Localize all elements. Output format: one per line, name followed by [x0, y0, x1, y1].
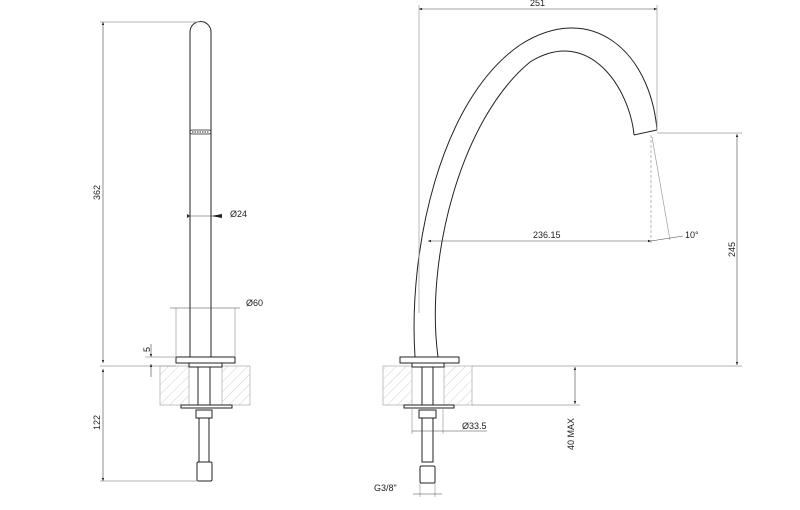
flange [175, 356, 236, 364]
nut [418, 409, 437, 419]
spout-outer [413, 27, 658, 358]
supply-pipe [421, 417, 434, 463]
spray-angle: 10° [685, 230, 699, 240]
spray-angle-line [651, 136, 671, 241]
flange-thickness-dimension: 5 [142, 347, 152, 352]
deck-left [159, 365, 190, 406]
spout-outlet [633, 129, 658, 136]
pipe-fitting [419, 465, 436, 484]
front-view: 251 236.15 10° 245 40 MAX Ø33.5 G3/8" [374, 0, 742, 497]
spout-inner [434, 50, 635, 358]
tube-diameter: Ø24 [230, 209, 247, 219]
height-dimension: 362 [92, 185, 102, 200]
deck-left [382, 365, 413, 406]
supply-pipe [198, 417, 210, 463]
flange-diameter: Ø60 [246, 298, 263, 308]
deck-right [221, 365, 251, 406]
reach-dimension: 251 [530, 0, 545, 8]
washer [180, 404, 233, 409]
faucet-tube [189, 21, 212, 357]
deck-right [443, 365, 473, 406]
flange [399, 356, 460, 364]
pipe-fitting [196, 461, 213, 482]
connection-size: G3/8" [374, 483, 397, 493]
washer [403, 404, 455, 409]
spout-reach: 236.15 [533, 230, 561, 240]
aerator-band [189, 129, 212, 135]
shank-diameter: Ø33.5 [462, 421, 487, 431]
fixing-plate [188, 362, 223, 368]
below-deck-dimension: 122 [92, 415, 102, 430]
deck-thickness: 40 MAX [566, 418, 576, 450]
side-view: 362 122 5 Ø24 Ø60 [92, 21, 263, 482]
nut [195, 409, 213, 419]
spout-height: 245 [727, 242, 737, 257]
